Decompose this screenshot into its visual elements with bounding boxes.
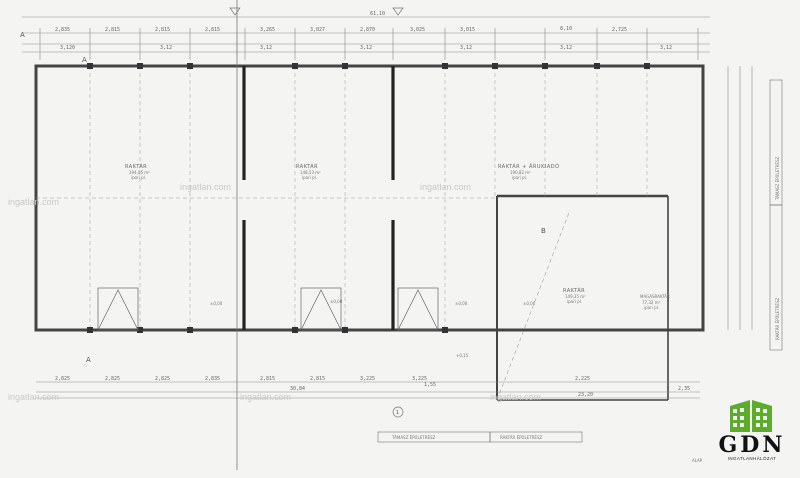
room-floor-corner: ipari pl. xyxy=(644,305,659,310)
dim-top-seg2: 3,12 xyxy=(160,45,172,51)
bottom-dimension-lines xyxy=(36,381,700,399)
gdn-logo: GDN INGATLANHÁLÓZAT xyxy=(712,398,792,468)
section-line-b xyxy=(496,209,571,401)
dim-bottom-seg: 2,825 xyxy=(55,376,70,382)
top-dimension-ticks xyxy=(39,28,699,60)
dim-bottom-seg: 3,225 xyxy=(360,376,375,382)
axis-circle-icon xyxy=(392,406,404,418)
bottom-boxes xyxy=(377,431,583,443)
dim-top-seg: 2,815 xyxy=(105,27,120,33)
watermark-text: ingatlan.com xyxy=(8,392,59,402)
section-marker-b: B xyxy=(541,227,546,235)
room-floor-middle: ipari pl. xyxy=(302,175,317,180)
level-marks: ±0,00 ±0,00 ±0,00 ±0,00 +0,15 xyxy=(210,299,536,358)
dim-top-seg2: 3,12 xyxy=(560,45,572,51)
dim-bottom-seg: 3,225 xyxy=(412,376,427,382)
watermark-text: ingatlan.com xyxy=(240,392,291,402)
top-dimension-lines xyxy=(22,16,710,53)
axis-marker-icon xyxy=(392,7,404,16)
room-floor-right: ipari pl. xyxy=(512,175,527,180)
dim-bottom-seg: 2,815 xyxy=(260,376,275,382)
dim-bottom-right2: 23,20 xyxy=(578,392,593,398)
dim-bottom-seg: 2,825 xyxy=(105,376,120,382)
level-mark: ±0,00 xyxy=(330,299,343,304)
watermark-text: ingatlan.com xyxy=(180,182,231,192)
room-area-middle: 148,53 m² xyxy=(300,170,321,175)
partition-walls xyxy=(242,66,395,330)
right-box-warehouse: RAKTÁR ÉPÜLETRÉSZ xyxy=(775,298,780,340)
columns xyxy=(87,63,650,333)
room-area-right: 190,82 m² xyxy=(510,170,531,175)
dim-bottom-seg: 2,825 xyxy=(155,376,170,382)
watermark-text: ingatlan.com xyxy=(490,392,541,402)
dim-top-seg2: 3,12 xyxy=(360,45,372,51)
room-floor-lower: ipari pl. xyxy=(567,299,582,304)
dim-top-seg: 2,815 xyxy=(205,27,220,33)
logo-letters: GDN xyxy=(718,432,786,458)
level-mark: +0,15 xyxy=(456,353,469,358)
room-name-corner: MAGASRAKTÁR xyxy=(640,294,670,299)
box-warehouse-part: RAKTÁR ÉPÜLETRÉSZ xyxy=(500,435,542,440)
room-area-corner: 77,32 m² xyxy=(642,300,661,305)
dim-top-seg: 2,835 xyxy=(55,27,70,33)
floor-label: ALAP xyxy=(692,458,703,463)
grid-lines xyxy=(36,66,648,330)
box-support-part: TÁMASZ ÉPÜLETRÉSZ xyxy=(391,435,436,440)
room-area-left: 194,05 m² xyxy=(129,170,150,175)
door-left xyxy=(97,287,139,331)
level-mark: ±0,00 xyxy=(210,301,223,306)
dim-bottom-seg: 2,225 xyxy=(575,376,590,382)
dim-top-seg: 3,015 xyxy=(460,27,475,33)
right-box-support: TÁMASZ ÉPÜLETRÉSZ xyxy=(775,156,780,201)
dim-top-seg: 2,815 xyxy=(155,27,170,33)
room-name-middle: RAKTÁR xyxy=(296,163,318,170)
dim-top-seg2: 3,120 xyxy=(60,45,75,51)
dim-top-segments-2: 3,120 3,12 3,12 3,12 3,12 3,12 3,12 xyxy=(60,45,672,51)
room-labels: RAKTÁR 194,05 m² ipari pl. RAKTÁR 148,53… xyxy=(125,163,670,310)
logo-building-icon xyxy=(730,400,772,432)
section-marker-a-top2: A xyxy=(82,56,87,64)
room-name-lower: RAKTÁR xyxy=(563,287,585,294)
dim-top-seg: 2,725 xyxy=(612,27,627,33)
room-name-left: RAKTÁR xyxy=(125,163,147,170)
axis-label-1: 1 xyxy=(396,410,399,416)
door-right xyxy=(397,287,439,331)
dim-bottom-right: 2,35 xyxy=(678,386,690,392)
room-area-lower: 149,35 m² xyxy=(565,294,586,299)
dim-bottom-segments: 2,825 2,825 2,825 2,835 2,815 2,815 3,22… xyxy=(55,376,590,382)
dim-bottom-right3: 1,55 xyxy=(424,382,436,388)
level-mark: ±0,00 xyxy=(455,301,468,306)
dim-top-segments: 2,835 2,815 2,815 2,815 3,265 3,027 2,87… xyxy=(55,27,627,33)
room-name-right: RAKTÁR + ÁRUKIADÓ xyxy=(498,163,560,170)
dim-top-seg2: 3,12 xyxy=(460,45,472,51)
logo-subtitle: INGATLANHÁLÓZAT xyxy=(727,456,777,461)
level-mark: ±0,00 xyxy=(523,301,536,306)
dim-top-seg2: 3,12 xyxy=(660,45,672,51)
dim-bottom-seg: 2,835 xyxy=(205,376,220,382)
right-dimension-lines xyxy=(727,66,753,330)
watermark-text: ingatlan.com xyxy=(420,182,471,192)
dim-top-right: 8,10 xyxy=(560,26,572,32)
dim-bottom-seg: 2,815 xyxy=(310,376,325,382)
dim-top-seg2: 3,12 xyxy=(260,45,272,51)
dim-top-seg: 3,027 xyxy=(310,27,325,33)
watermarks: ingatlan.com ingatlan.com ingatlan.com i… xyxy=(8,182,541,402)
door-middle xyxy=(300,287,342,331)
dim-top-seg: 3,265 xyxy=(260,27,275,33)
north-marker-icon xyxy=(229,7,241,16)
room-floor-left: ipari pl. xyxy=(131,175,146,180)
loading-doors xyxy=(97,287,439,331)
dim-top-seg: 3,025 xyxy=(410,27,425,33)
section-marker-a-bottom: A xyxy=(86,356,91,364)
dim-top-overall: 61,10 xyxy=(370,11,385,17)
watermark-text: ingatlan.com xyxy=(8,197,59,207)
right-boxes xyxy=(769,79,783,351)
section-marker-a-top: A xyxy=(20,31,25,39)
dim-bottom-overall: 30,84 xyxy=(290,386,305,392)
dim-top-seg: 2,870 xyxy=(360,27,375,33)
